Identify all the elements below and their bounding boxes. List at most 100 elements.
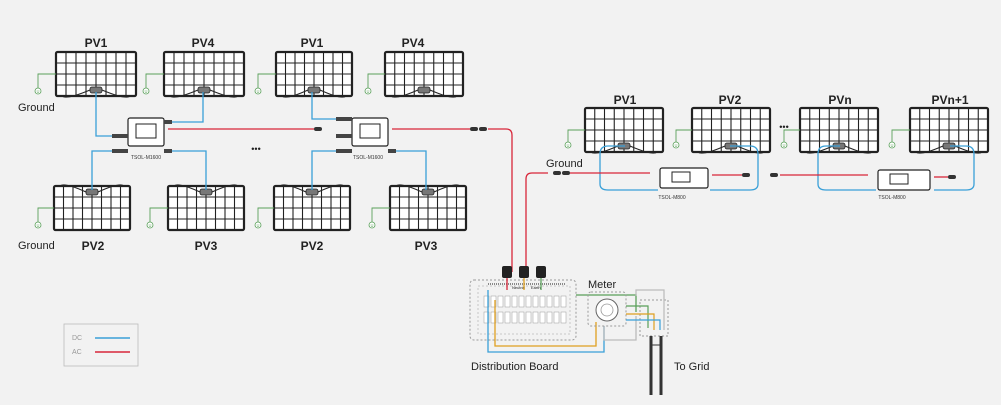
solar-panel-pv2-c <box>690 106 772 154</box>
breaker <box>504 295 511 308</box>
ground-wire <box>783 129 800 142</box>
ground-label-2: Ground <box>18 240 55 252</box>
label-pv2-c: PV2 <box>719 93 742 107</box>
meter-label: Meter <box>588 279 616 291</box>
breaker <box>532 311 539 324</box>
breaker <box>497 295 504 308</box>
solar-panel-pvn1 <box>908 106 990 154</box>
label-pv2-b: PV2 <box>301 239 324 253</box>
solar-panel-pv2-b <box>272 184 352 232</box>
solar-panel-pvn <box>798 106 880 154</box>
breaker <box>504 311 511 324</box>
ac-trunk-1 <box>488 128 513 272</box>
breaker <box>525 295 532 308</box>
breaker <box>490 311 497 324</box>
microinverter-m1600-a: TSOL-M1600 <box>112 117 172 161</box>
ground-wire <box>371 207 390 222</box>
breaker <box>560 311 567 324</box>
ac-trunk-2 <box>525 172 548 272</box>
ellipsis-1: ••• <box>251 144 260 154</box>
label-pv1-b: PV1 <box>301 36 324 50</box>
dc-wire <box>170 150 207 190</box>
breaker <box>546 295 553 308</box>
distribution-board-label: Distribution Board <box>471 361 558 373</box>
dc-wire <box>311 92 336 120</box>
solar-panel-pv2-a <box>52 184 132 232</box>
breaker <box>546 311 553 324</box>
legend: DC AC <box>63 323 139 367</box>
solar-panel-pv3-a <box>166 184 246 232</box>
label-pv1-c: PV1 <box>614 93 637 107</box>
ellipsis-2: ••• <box>779 122 788 132</box>
ground-connections <box>34 73 910 229</box>
ground-wire <box>567 129 585 142</box>
ground-label-1: Ground <box>18 102 55 114</box>
breaker <box>511 295 518 308</box>
breaker <box>518 295 525 308</box>
earth-label: Earth <box>531 285 541 290</box>
microinverter-m800-b: TSOL-M800 <box>877 169 931 201</box>
neutral-label: Neutral <box>512 285 525 290</box>
dc-wire <box>817 145 876 191</box>
dc-wiring <box>91 92 975 191</box>
to-grid-label: To Grid <box>674 361 709 373</box>
breaker <box>497 311 504 324</box>
ac-connectors <box>314 127 956 179</box>
legend-dc-label: DC <box>72 335 82 342</box>
dc-wire <box>311 150 336 190</box>
breaker <box>560 295 567 308</box>
ground-wire <box>149 207 168 222</box>
breaker <box>525 311 532 324</box>
ground-wire <box>37 207 54 222</box>
breaker <box>483 295 490 308</box>
breaker <box>553 295 560 308</box>
model-label-m1600-b: TSOL-M1600 <box>353 155 383 161</box>
solar-panel-pv1-c <box>583 106 665 154</box>
label-pv4-a: PV4 <box>192 36 215 50</box>
model-label-m800-b: TSOL-M800 <box>878 195 905 201</box>
solar-panel-pv1-b <box>274 50 354 98</box>
solar-panel-pv3-b <box>388 184 468 232</box>
solar-panel-pv4-a <box>162 50 246 98</box>
dc-wire <box>95 92 112 137</box>
solar-panel-pv4-b <box>383 50 465 98</box>
dc-wire <box>168 92 204 123</box>
dc-wire <box>392 150 427 190</box>
solar-panel-pv1-a <box>54 50 138 98</box>
model-label-m800-a: TSOL-M800 <box>658 195 685 201</box>
breaker <box>490 295 497 308</box>
breaker <box>539 311 546 324</box>
dc-wire <box>599 145 658 191</box>
ground-wire <box>367 73 385 88</box>
group-1: PV1 PV4 PV2 PV3 Ground Ground <box>18 36 246 253</box>
ground-wire <box>891 129 910 142</box>
ground-wire <box>257 73 276 88</box>
breaker <box>539 295 546 308</box>
microinverter-m1600-b: TSOL-M1600 <box>336 117 396 161</box>
label-pv4-b: PV4 <box>402 36 425 50</box>
ground-wire <box>37 73 56 88</box>
ac-wiring <box>168 128 948 272</box>
ground-wire <box>257 207 274 222</box>
label-pv3-a: PV3 <box>195 239 218 253</box>
distribution-board: Neutral Earth Distribution Board <box>469 266 577 373</box>
dc-wire <box>91 150 112 190</box>
group-3: PV1 PV2 PVn PVn+1 Ground <box>546 93 990 170</box>
label-pv3-b: PV3 <box>415 239 438 253</box>
dc-wire <box>934 145 975 191</box>
label-pvn1: PVn+1 <box>931 93 968 107</box>
dc-wire <box>710 145 759 191</box>
breaker <box>553 311 560 324</box>
breaker <box>518 311 525 324</box>
ground-wire <box>145 73 164 88</box>
label-pv1-a: PV1 <box>85 36 108 50</box>
legend-ac-label: AC <box>72 349 82 356</box>
label-pv2-a: PV2 <box>82 239 105 253</box>
model-label-m1600-a: TSOL-M1600 <box>131 155 161 161</box>
breaker <box>483 311 490 324</box>
breaker <box>511 311 518 324</box>
grid-connection: To Grid <box>626 289 709 395</box>
ground-wire <box>675 129 692 142</box>
